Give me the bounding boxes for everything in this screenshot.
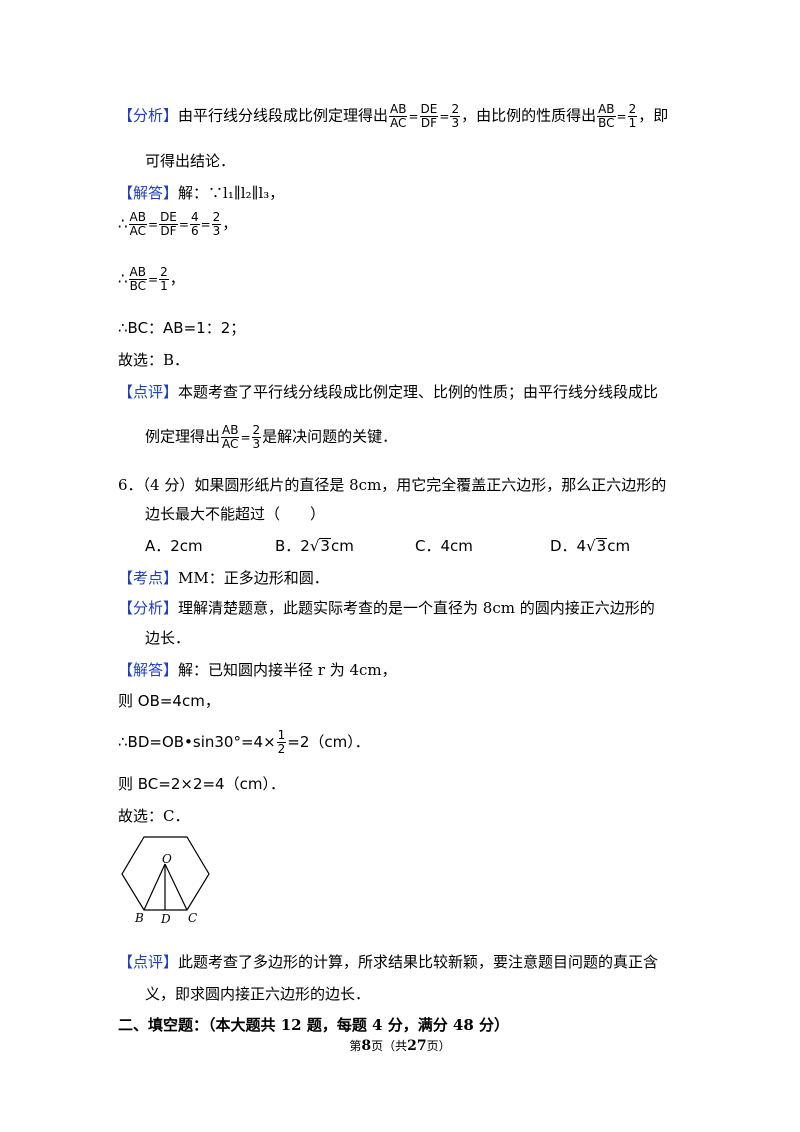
- segment-ob: [143, 863, 166, 911]
- analysis-tag: 【分析】: [118, 599, 179, 617]
- total-pages: 27: [407, 1038, 427, 1054]
- comment-tag: 【点评】: [118, 383, 179, 401]
- option-d: D．4√3cm: [550, 537, 631, 555]
- solution-tag: 【解答】: [118, 184, 179, 202]
- analysis-text: ，由比例的性质得出: [461, 106, 597, 125]
- page-number: 8: [361, 1038, 372, 1054]
- hexagon-figure: O B D C: [121, 836, 210, 924]
- analysis-6-line: 【分析】理解清楚题意，此题实际考查的是一个直径为 8cm 的圆内接正六边形的: [118, 599, 655, 617]
- point-tag: 【考点】: [118, 569, 179, 587]
- question-6-stem: 6．（4 分）如果圆形纸片的直径是 8cm，用它完全覆盖正六边形，那么正六边形的: [118, 476, 667, 494]
- analysis-tag: 【分析】: [118, 106, 179, 125]
- segment-oc: [164, 863, 188, 911]
- solution-text: 解：∵l₁∥l₂∥l₃，: [178, 184, 285, 202]
- section-title: 二、填空题：（本大题共 12 题，每题 4 分，满分 48 分）: [118, 1016, 510, 1034]
- option-b: B．2√3cm: [275, 537, 354, 555]
- comment-6-cont: 义，即求圆内接正六边形的边长．: [145, 985, 371, 1003]
- solution-tag: 【解答】: [118, 661, 179, 679]
- label-d: D: [160, 912, 171, 924]
- solution-6-choice: 故选：C．: [118, 807, 190, 825]
- page-footer: 第8页（共27页）: [349, 1038, 451, 1054]
- solution-6-line-4: 则 BC=2×2=4（cm）．: [118, 775, 285, 793]
- label-o: O: [162, 852, 172, 866]
- option-c: C．4cm: [415, 537, 473, 555]
- solution-6-line-2: 则 OB=4cm，: [118, 692, 220, 710]
- solution-line-4: ∴BC：AB=1：2；: [118, 319, 246, 337]
- solution-6-line: 【解答】解：已知圆内接半径 r 为 4cm，: [118, 661, 397, 679]
- comment-6-line: 【点评】此题考查了多边形的计算，所求结果比较新颖，要注意题目问题的真正含: [118, 953, 659, 971]
- analysis-text: ，即: [638, 106, 669, 125]
- analysis-continuation: 可得出结论．: [145, 152, 236, 170]
- label-c: C: [188, 911, 197, 924]
- label-b: B: [134, 911, 144, 924]
- comment-tag: 【点评】: [118, 953, 179, 971]
- comment-line-1: 【点评】本题考查了平行线分线段成比例定理、比例的性质；由平行线分线段成比: [118, 383, 659, 401]
- option-a: A．2cm: [145, 537, 203, 555]
- question-6-stem-cont: 边长最大不能超过（ ）: [145, 505, 326, 523]
- point-line: 【考点】MM：正多边形和圆．: [118, 569, 329, 587]
- analysis-6-cont: 边长．: [145, 629, 191, 647]
- analysis-text: 由平行线分线段成比例定理得出: [178, 106, 389, 125]
- solution-line-1: 【解答】解：∵l₁∥l₂∥l₃，: [118, 182, 284, 203]
- solution-choice: 故选：B．: [118, 351, 190, 369]
